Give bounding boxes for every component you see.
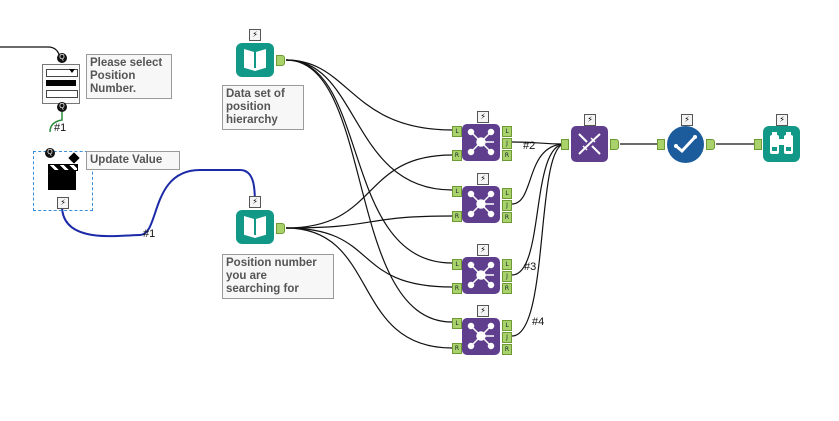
join-icon (467, 190, 495, 218)
lightning-icon[interactable]: ⚡ (249, 196, 261, 208)
wire-action-search (61, 169, 256, 238)
join-tool-3[interactable] (462, 257, 500, 294)
update-value-annotation: Update Value (86, 151, 180, 170)
lightning-icon[interactable]: ⚡ (584, 114, 596, 126)
join-input-right[interactable]: R (452, 283, 462, 294)
join-output-l[interactable]: L (502, 259, 512, 270)
lightning-icon[interactable]: ⚡ (477, 244, 489, 256)
connection-label-2: #2 (523, 140, 536, 152)
join-output-l[interactable]: L (502, 126, 512, 137)
lightning-icon[interactable]: ⚡ (57, 197, 69, 209)
wire-ds-join3 (285, 59, 453, 264)
q-anchor-top[interactable]: Q (57, 53, 67, 63)
chevron-down-icon (69, 69, 75, 73)
diamond-icon (68, 152, 80, 164)
connection-label-3: #3 (524, 261, 537, 273)
wire-ds-join1 (285, 59, 453, 131)
lightning-icon[interactable]: ⚡ (477, 173, 489, 185)
wire-sr-join1 (285, 154, 453, 229)
wire-sr-join3 (285, 227, 453, 288)
wire-dropdown-action (49, 112, 63, 133)
dropdown-annotation: Please select Position Number. (86, 54, 172, 99)
connection-label-1: #1 (54, 122, 67, 134)
join-tool-4[interactable] (462, 318, 500, 355)
browse-tool[interactable] (763, 126, 800, 162)
lightning-icon[interactable]: ⚡ (776, 114, 788, 126)
join-output-r[interactable]: R (502, 344, 512, 355)
union-tool[interactable] (571, 126, 608, 162)
lightning-icon[interactable]: ⚡ (477, 111, 489, 123)
lightning-icon[interactable]: ⚡ (477, 305, 489, 317)
wire-sr-join4 (285, 227, 453, 349)
update-value-tool[interactable] (33, 151, 93, 211)
wire-j1-union (511, 141, 566, 145)
join-icon (467, 128, 495, 156)
search-annotation: Position number you are searching for (222, 254, 334, 299)
browse-input[interactable] (754, 139, 762, 150)
join-tool-2[interactable] (462, 186, 500, 223)
join-input-right[interactable]: R (452, 343, 462, 354)
wire-ds-join2 (285, 59, 453, 191)
lightning-icon[interactable]: ⚡ (249, 29, 261, 41)
join-output-l[interactable]: L (502, 188, 512, 199)
join-output-l[interactable]: L (502, 320, 512, 331)
join-icon (467, 261, 495, 289)
join-input-left[interactable]: L (452, 186, 462, 197)
wire-j4-union (511, 143, 566, 337)
join-input-left[interactable]: L (452, 126, 462, 137)
connection-label-1b: #1 (143, 228, 156, 240)
input-dataset-tool[interactable] (236, 43, 274, 77)
output-anchor[interactable] (706, 139, 715, 150)
join-output-r[interactable]: R (502, 150, 512, 161)
wire-in-to-dropdown (0, 46, 61, 59)
dataset-annotation: Data set of position hierarchy (222, 85, 304, 130)
wire-j2-union (511, 143, 566, 205)
join-output-j[interactable]: J (502, 332, 512, 343)
output-anchor[interactable] (276, 223, 285, 234)
binoculars-icon (770, 132, 793, 154)
join-icon (467, 322, 495, 350)
output-anchor[interactable] (276, 55, 285, 66)
wire-ds-join4 (285, 59, 453, 323)
wire-j3-union (511, 143, 566, 276)
lightning-icon[interactable]: ⚡ (681, 114, 693, 126)
join-output-r[interactable]: R (502, 283, 512, 294)
connection-label-4: #4 (532, 316, 545, 328)
join-tool-1[interactable] (462, 124, 500, 161)
join-output-j[interactable]: J (502, 200, 512, 211)
q-anchor-bottom[interactable]: Q (57, 102, 67, 112)
join-input-right[interactable]: R (452, 211, 462, 222)
input-search-tool[interactable] (236, 210, 274, 244)
dropdown-tool[interactable] (42, 64, 80, 104)
join-output-j[interactable]: J (502, 271, 512, 282)
join-input-left[interactable]: L (452, 318, 462, 329)
output-anchor[interactable] (610, 139, 619, 150)
clapperboard-icon (48, 168, 76, 190)
join-output-r[interactable]: R (502, 212, 512, 223)
join-input-right[interactable]: R (452, 150, 462, 161)
dna-icon (578, 133, 601, 155)
wire-sr-join2 (285, 215, 453, 229)
join-input-left[interactable]: L (452, 259, 462, 270)
join-output-j[interactable]: J (502, 138, 512, 149)
q-anchor-action[interactable]: Q (45, 148, 55, 158)
checkmark-icon (674, 135, 697, 154)
union-input[interactable] (561, 139, 569, 150)
select-input[interactable] (657, 139, 665, 150)
select-tool[interactable] (667, 126, 704, 163)
